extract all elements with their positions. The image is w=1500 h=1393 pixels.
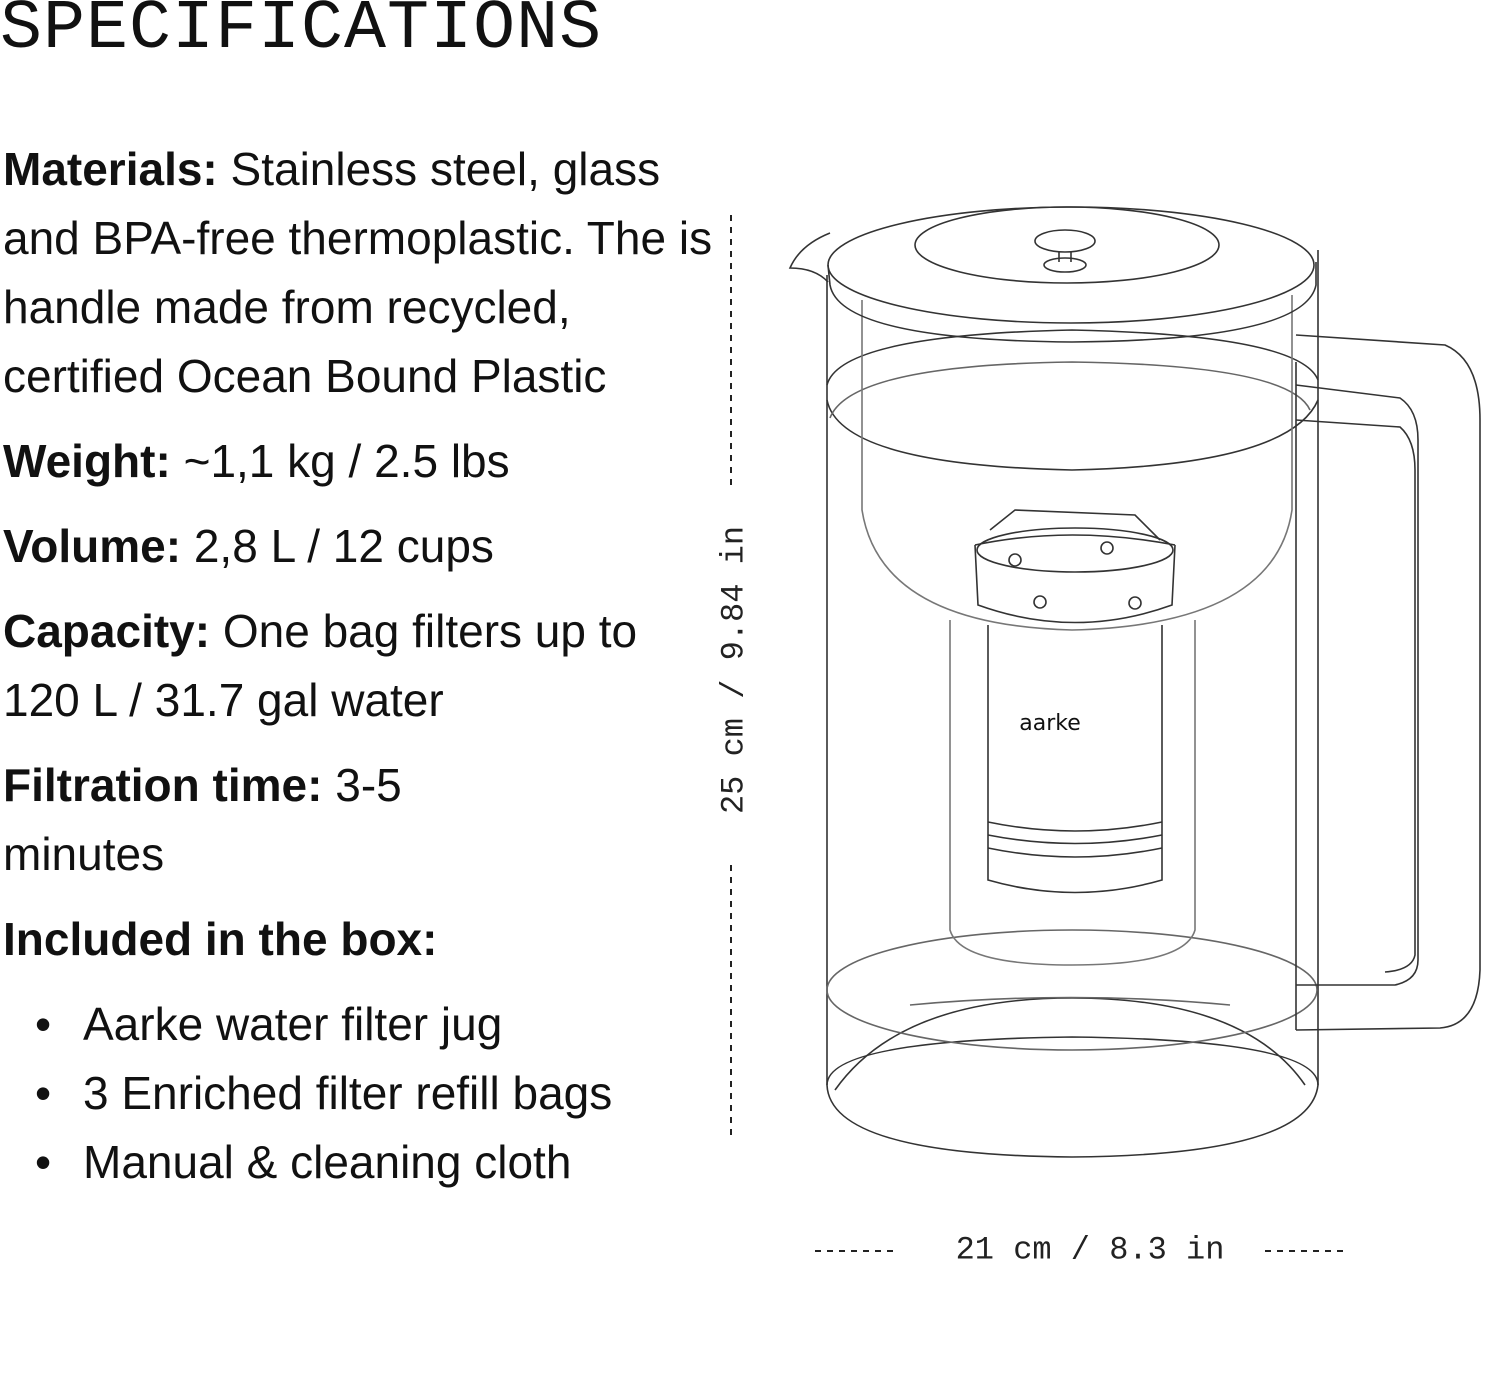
filter-cartridge [974, 509, 1176, 894]
spec-label: Weight: [3, 435, 171, 487]
spec-capacity: Capacity: One bag filters up to 120 L / … [3, 597, 663, 735]
lid [788, 206, 1317, 343]
bullet: • [35, 1067, 52, 1119]
spec-value: Stainless steel, glass and BPA-free ther… [3, 143, 713, 402]
jug-body [826, 250, 1319, 1158]
spec-value: 2,8 L / 12 cups [181, 520, 494, 572]
list-item: • 3 Enriched filter refill bags [3, 1059, 723, 1128]
list-item-text: 3 Enriched filter refill bags [83, 1067, 613, 1119]
list-item: • Aarke water filter jug [3, 990, 723, 1059]
spec-weight: Weight: ~1,1 kg / 2.5 lbs [3, 427, 723, 496]
spec-value: 3-5 minutes [3, 759, 402, 880]
box-label: Included in the box: [3, 913, 438, 965]
spec-label: Filtration time: [3, 759, 323, 811]
brand-logo: aarke [1019, 711, 1081, 736]
width-dimension-label: 21 cm / 8.3 in [955, 1231, 1225, 1269]
bullet: • [35, 998, 52, 1050]
box-contents-list: • Aarke water filter jug • 3 Enriched filt… [3, 990, 723, 1197]
list-item-text: Manual & cleaning cloth [83, 1136, 572, 1188]
spec-list: Materials: Stainless steel, glass and BP… [3, 135, 723, 1197]
spec-value: ~1,1 kg / 2.5 lbs [170, 435, 510, 487]
page-title: SPECIFICATIONS [0, 0, 603, 69]
spec-filtration-time: Filtration time: 3-5 minutes [3, 751, 503, 889]
spec-materials: Materials: Stainless steel, glass and BP… [3, 135, 723, 411]
handle [1295, 334, 1481, 1031]
bullet: • [35, 1136, 52, 1188]
spec-value: One bag filters up to 120 L / 31.7 gal w… [3, 605, 638, 726]
spec-label: Capacity: [3, 605, 211, 657]
spec-label: Volume: [3, 520, 182, 572]
box-heading: Included in the box: [3, 905, 723, 974]
dimension-lines [730, 215, 1348, 1252]
list-item: • Manual & cleaning cloth [3, 1128, 583, 1197]
reservoir [861, 295, 1293, 966]
list-item-text: Aarke water filter jug [83, 998, 503, 1050]
spec-label: Materials: [3, 143, 218, 195]
spec-volume: Volume: 2,8 L / 12 cups [3, 512, 723, 581]
height-dimension-label: 25 cm / 9.84 in [715, 525, 753, 815]
